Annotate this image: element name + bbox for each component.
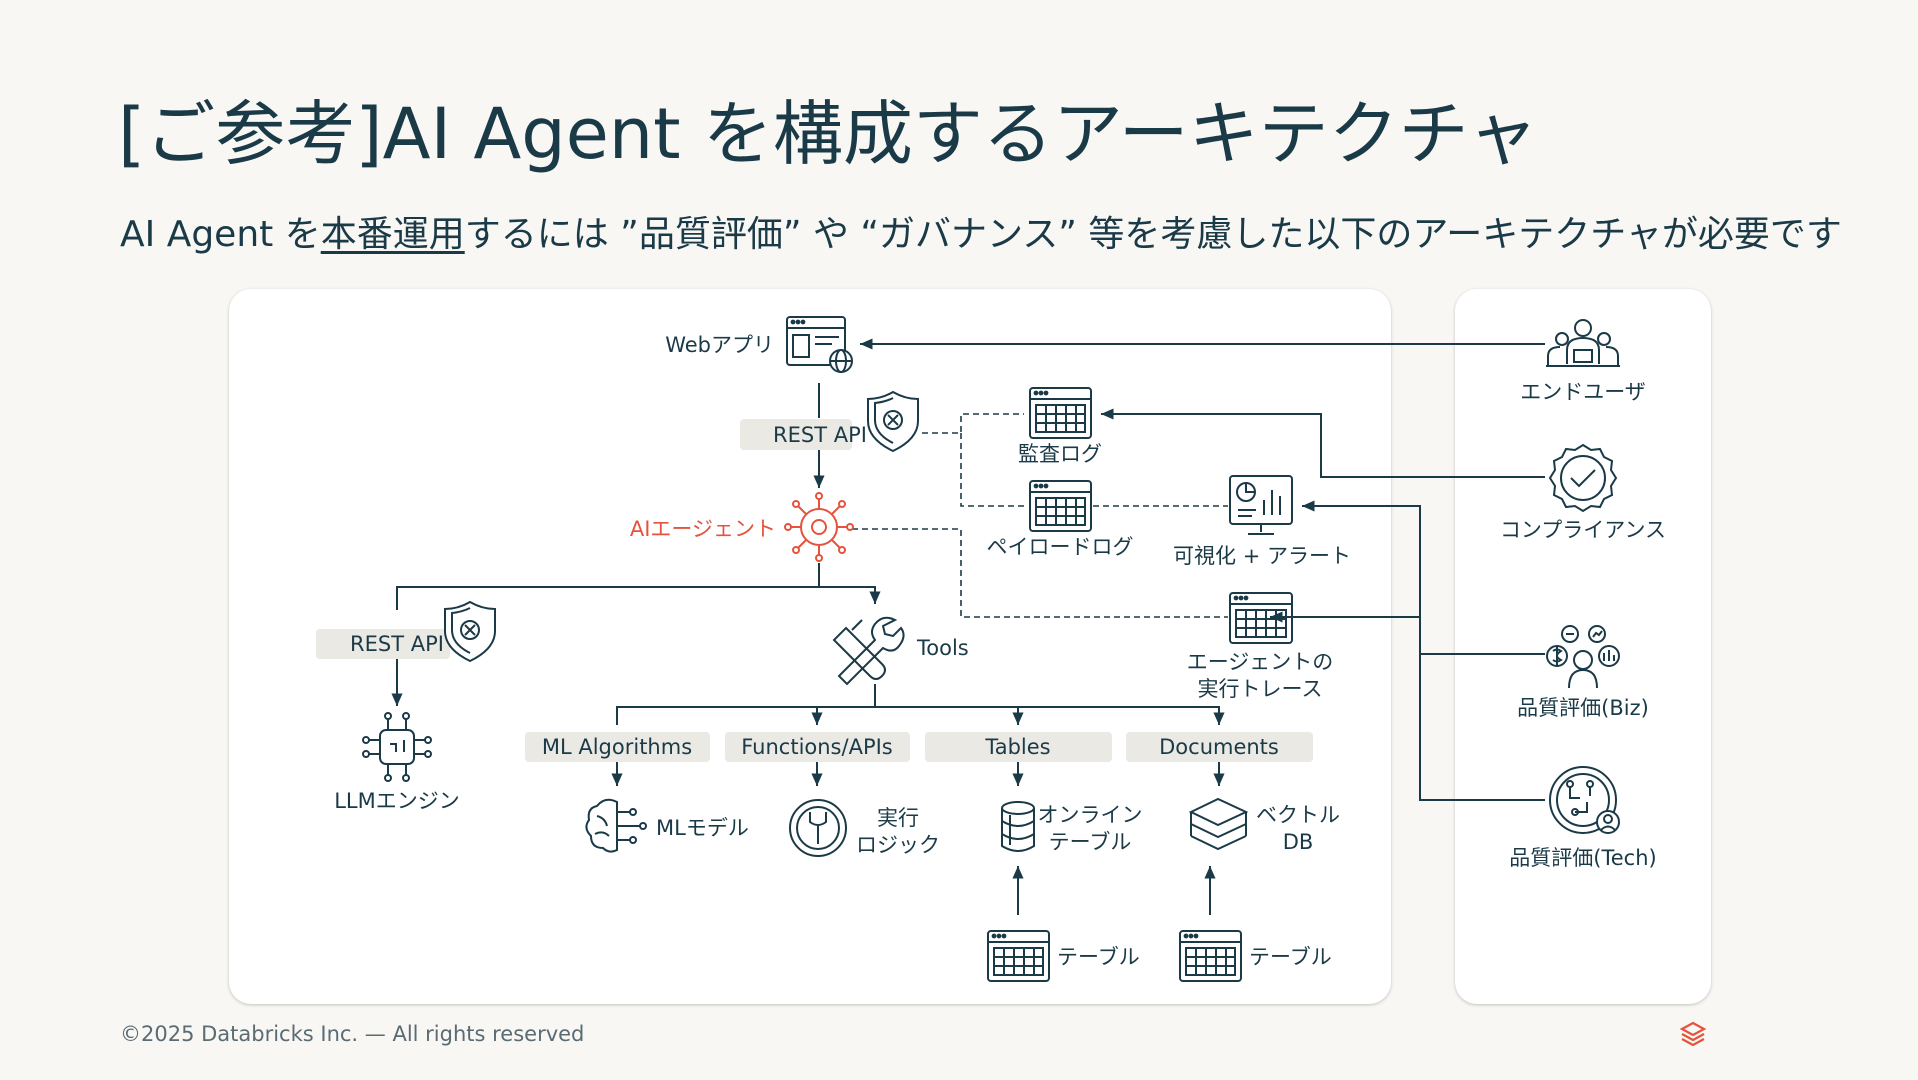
layers-icon bbox=[1188, 797, 1249, 851]
pill-ml-algorithms bbox=[525, 732, 710, 762]
label-documents: Documents bbox=[1159, 735, 1279, 759]
label-visualize-alert: 可視化 + アラート bbox=[1173, 544, 1351, 568]
llm-chip-icon bbox=[362, 712, 432, 782]
subtitle-pre: AI Agent を bbox=[120, 214, 321, 255]
label-online-table-2: テーブル bbox=[1049, 830, 1132, 854]
dashed-log-lines bbox=[852, 413, 1228, 618]
label-tools: Tools bbox=[916, 636, 969, 660]
label-rest-api-left: REST API bbox=[350, 632, 444, 656]
table-icon bbox=[987, 930, 1050, 982]
stakeholder-panel bbox=[1455, 289, 1711, 1004]
label-compliance: コンプライアンス bbox=[1500, 518, 1666, 542]
shield-icon bbox=[867, 390, 919, 453]
biz-icon bbox=[1546, 625, 1620, 689]
label-functions-apis: Functions/APIs bbox=[741, 735, 893, 759]
subtitle-underlined: 本番運用 bbox=[320, 214, 465, 255]
tech-icon bbox=[1549, 766, 1620, 834]
label-web-app: Webアプリ bbox=[665, 333, 774, 357]
label-agent-trace-1: エージェントの bbox=[1187, 650, 1334, 674]
payload-grid-icon bbox=[1029, 480, 1092, 532]
footer-copyright: ©2025 Databricks Inc. — All rights reser… bbox=[120, 1022, 585, 1046]
subtitle-post: するには ”品質評価” や “ガバナンス” 等を考慮した以下のアーキテクチャが必… bbox=[464, 214, 1842, 255]
label-vector-db-2: DB bbox=[1283, 830, 1314, 854]
label-rest-api-top: REST API bbox=[773, 423, 867, 447]
users-icon bbox=[1546, 319, 1620, 367]
pill-functions-apis bbox=[725, 732, 910, 762]
label-agent-trace-2: 実行トレース bbox=[1198, 677, 1323, 701]
label-end-user: エンドユーザ bbox=[1520, 380, 1646, 404]
label-table-left: テーブル bbox=[1057, 945, 1140, 969]
label-tables: Tables bbox=[984, 735, 1050, 759]
table-icon bbox=[1179, 930, 1242, 982]
label-exec-logic-1: 実行 bbox=[877, 806, 919, 830]
brain-icon bbox=[585, 798, 647, 853]
connector-lines bbox=[391, 338, 1545, 915]
gear-wrench-icon bbox=[789, 799, 847, 857]
dashboard-icon bbox=[1229, 475, 1293, 535]
shield-icon bbox=[444, 600, 496, 663]
badge-check-icon bbox=[1548, 443, 1618, 513]
rest-api-top-pill bbox=[740, 419, 852, 450]
agent-network-icon bbox=[784, 492, 854, 562]
label-vector-db-1: ベクトル bbox=[1256, 803, 1340, 827]
label-ml-algorithms: ML Algorithms bbox=[542, 735, 692, 759]
label-table-right: テーブル bbox=[1249, 945, 1332, 969]
tools-icon bbox=[832, 616, 905, 686]
label-ml-model: MLモデル bbox=[656, 816, 749, 840]
trace-grid-icon bbox=[1229, 592, 1293, 644]
pill-tables bbox=[925, 732, 1112, 762]
label-exec-logic-2: ロジック bbox=[856, 833, 940, 857]
label-quality-biz: 品質評価(Biz) bbox=[1517, 696, 1649, 720]
rest-api-left-pill bbox=[316, 629, 450, 659]
label-online-table-1: オンライン bbox=[1038, 803, 1143, 827]
pill-documents bbox=[1126, 732, 1313, 762]
slide-subtitle: AI Agent を本番運用するには ”品質評価” や “ガバナンス” 等を考慮… bbox=[120, 205, 1842, 257]
label-quality-tech: 品質評価(Tech) bbox=[1509, 846, 1656, 870]
databricks-logo-icon bbox=[1679, 1021, 1707, 1047]
label-ai-agent: AIエージェント bbox=[630, 517, 776, 541]
label-llm-engine: LLMエンジン bbox=[334, 789, 460, 813]
database-icon bbox=[1001, 801, 1035, 852]
audit-grid-icon bbox=[1029, 387, 1092, 439]
label-audit-log: 監査ログ bbox=[1018, 442, 1102, 466]
web-window-globe-icon bbox=[786, 316, 853, 373]
label-payload-log: ペイロードログ bbox=[987, 535, 1134, 559]
slide-title: [ご参考]AI Agent を構成するアーキテクチャ bbox=[118, 93, 1538, 175]
